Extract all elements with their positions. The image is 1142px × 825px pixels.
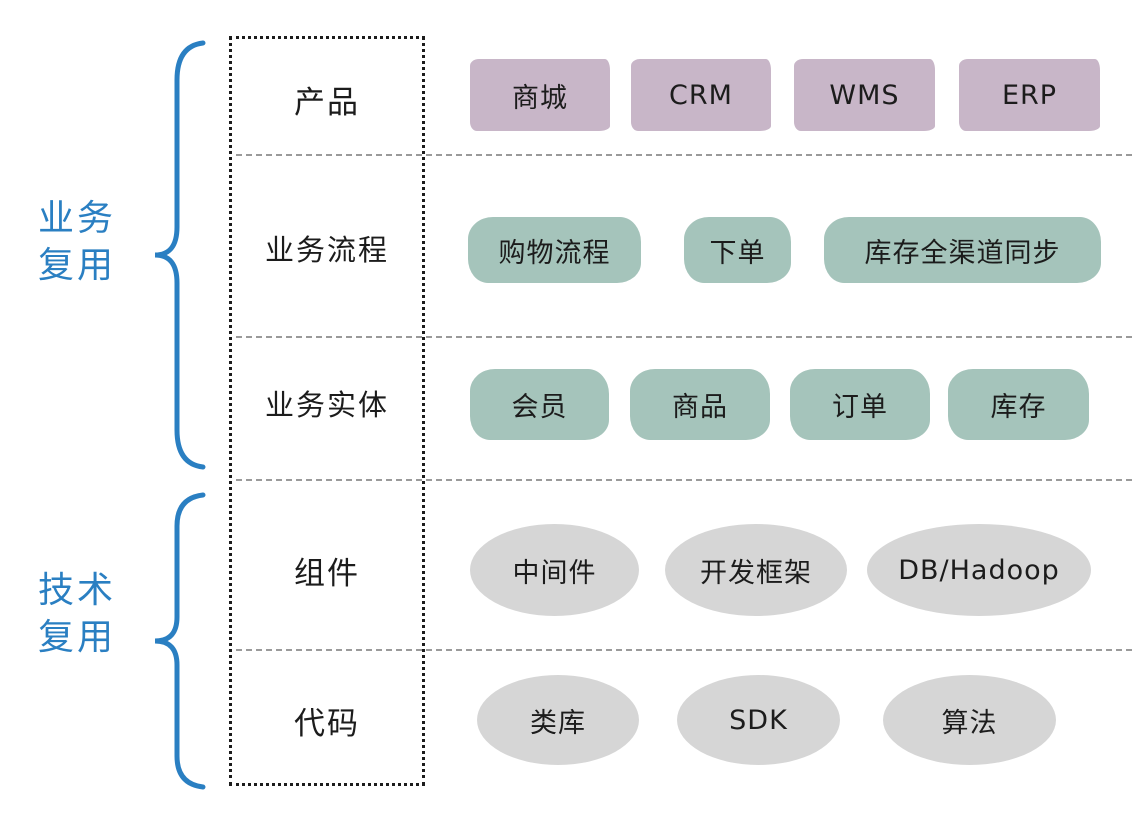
row-label-process: 业务流程 <box>264 233 389 267</box>
row-separator <box>236 479 1132 481</box>
group-label-tech-reuse: 技术 复用 <box>16 567 138 661</box>
product-item: 商城 <box>470 59 610 131</box>
group-label-line: 业务 <box>37 198 116 239</box>
row-separator <box>236 649 1132 651</box>
row-label-entity: 业务实体 <box>264 388 389 422</box>
code-item: SDK <box>677 675 840 765</box>
entity-item: 商品 <box>630 369 770 440</box>
row-label-component: 组件 <box>294 556 360 592</box>
row-label-code: 代码 <box>294 706 360 742</box>
group-label-line: 复用 <box>37 245 116 286</box>
group-label-line: 技术 <box>37 570 116 611</box>
curly-brace-tech-reuse-icon <box>154 492 206 790</box>
row-separator <box>236 336 1132 338</box>
group-label-line: 复用 <box>37 617 116 658</box>
curly-brace-business-reuse-icon <box>154 40 206 470</box>
product-item: ERP <box>959 59 1100 131</box>
component-item: 开发框架 <box>665 524 847 616</box>
entity-item: 库存 <box>948 369 1089 440</box>
entity-item: 订单 <box>790 369 930 440</box>
entity-item: 会员 <box>470 369 609 440</box>
code-item: 类库 <box>477 675 639 765</box>
product-item: WMS <box>794 59 935 131</box>
component-item: 中间件 <box>470 524 639 616</box>
component-item: DB/Hadoop <box>867 524 1091 616</box>
row-label-product: 产品 <box>294 85 360 121</box>
group-label-business-reuse: 业务 复用 <box>16 195 138 289</box>
process-item: 购物流程 <box>468 217 641 283</box>
code-item: 算法 <box>883 675 1056 765</box>
process-item: 库存全渠道同步 <box>824 217 1101 283</box>
product-item: CRM <box>631 59 771 131</box>
process-item: 下单 <box>684 217 791 283</box>
row-separator <box>236 154 1132 156</box>
row-labels-column <box>229 36 425 786</box>
